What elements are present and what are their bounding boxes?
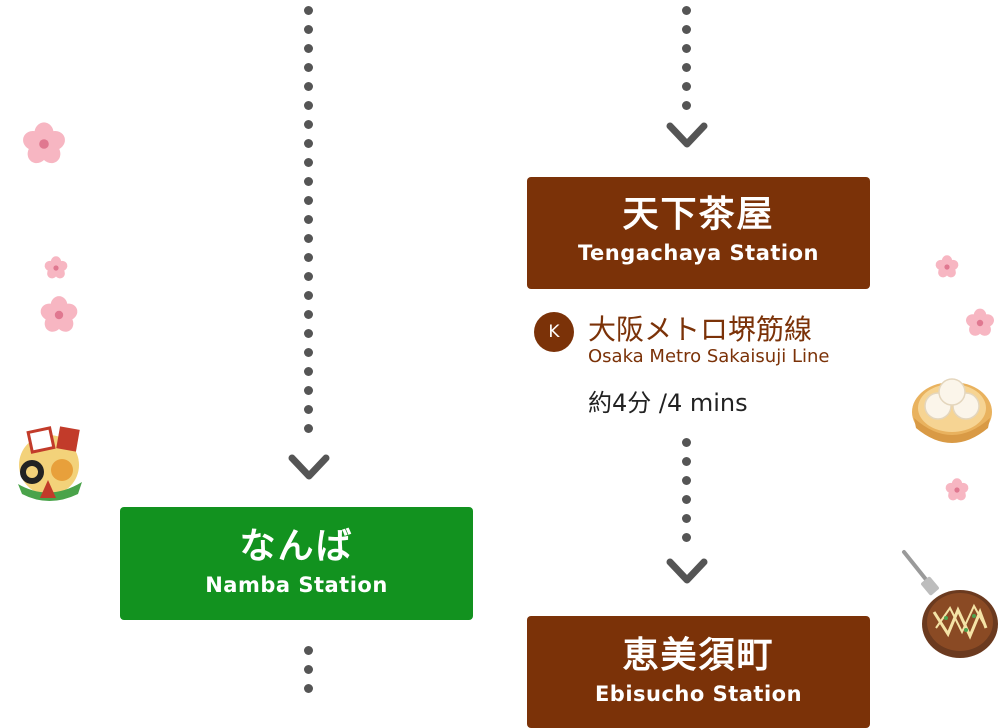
connector-dot (682, 44, 691, 53)
connector-dot (304, 646, 313, 655)
connector-dot (304, 177, 313, 186)
connector-dot (682, 6, 691, 15)
steamed-bun-icon (912, 378, 992, 443)
station-namba: なんば Namba Station (120, 507, 473, 620)
station-ebisucho: 恵美須町 Ebisucho Station (527, 616, 870, 728)
connector-dot (304, 253, 313, 262)
line-badge: K (534, 312, 574, 352)
connector-dot (304, 25, 313, 34)
blossom-center (954, 487, 960, 493)
connector-dot (304, 196, 313, 205)
blossom-petal (23, 130, 45, 151)
connector-dot (682, 82, 691, 91)
connector-dot (304, 6, 313, 15)
cherry-blossom-icon (935, 255, 959, 278)
blossom-petal (935, 259, 948, 271)
blossom-center (39, 139, 49, 149)
connector-dot (682, 533, 691, 542)
cherry-blossom-icon (966, 308, 994, 336)
connector-dot (304, 215, 313, 224)
lucky-charm-icon (18, 426, 82, 501)
connector-dot (682, 495, 691, 504)
station-name-jp: 天下茶屋 (622, 194, 775, 235)
cherry-blossom-icon (945, 478, 969, 501)
connector-dot (304, 234, 313, 243)
dotted-connector-right-top (682, 0, 692, 110)
connector-dot (682, 457, 691, 466)
travel-duration: 約4分 /4 mins (588, 389, 748, 417)
connector-dot (682, 63, 691, 72)
connector-dot (304, 386, 313, 395)
connector-dot (682, 101, 691, 110)
station-name-en: Tengachaya Station (578, 241, 819, 265)
connector-dot (304, 348, 313, 357)
blossom-petal (40, 303, 60, 321)
connector-dot (304, 44, 313, 53)
station-name-jp: なんば (239, 526, 354, 567)
blossom-center (54, 310, 64, 320)
connector-dot (304, 139, 313, 148)
connector-dot (304, 329, 313, 338)
blossom-center (976, 319, 984, 327)
blossom-center (53, 265, 59, 271)
dotted-connector-left-upper (304, 0, 314, 440)
connector-dot (304, 158, 313, 167)
connector-dot (304, 665, 313, 674)
okonomiyaki-icon (902, 550, 998, 658)
line-name-jp: 大阪メトロ堺筋線 (588, 313, 813, 346)
cherry-blossom-icon (40, 296, 78, 332)
connector-dot (304, 367, 313, 376)
connector-dot (304, 405, 313, 414)
blossom-petal (44, 260, 57, 272)
blossom-center (944, 264, 950, 270)
connector-dot (304, 101, 313, 110)
dotted-connector-left-lower (304, 640, 314, 700)
cherry-blossom-icon (44, 256, 68, 279)
chevron-down-icon (666, 122, 708, 148)
station-name-en: Namba Station (205, 573, 388, 597)
connector-dot (304, 272, 313, 281)
dotted-connector-right-middle (682, 432, 692, 542)
chevron-down-icon (288, 454, 330, 480)
connector-dot (304, 684, 313, 693)
chevron-down-icon (666, 558, 708, 584)
connector-dot (682, 438, 691, 447)
cherry-blossom-icon (23, 122, 65, 164)
connector-dot (304, 82, 313, 91)
connector-dot (304, 310, 313, 319)
connector-dot (682, 514, 691, 523)
connector-dot (682, 25, 691, 34)
station-name-jp: 恵美須町 (622, 635, 775, 676)
connector-dot (304, 63, 313, 72)
connector-dot (304, 291, 313, 300)
blossom-petal (945, 482, 958, 494)
connector-dot (304, 424, 313, 433)
connector-dot (682, 476, 691, 485)
line-name-en: Osaka Metro Sakaisuji Line (588, 346, 830, 367)
station-name-en: Ebisucho Station (594, 682, 803, 706)
blossom-petal (966, 314, 981, 328)
connector-dot (304, 120, 313, 129)
station-tengachaya: 天下茶屋 Tengachaya Station (527, 177, 870, 289)
